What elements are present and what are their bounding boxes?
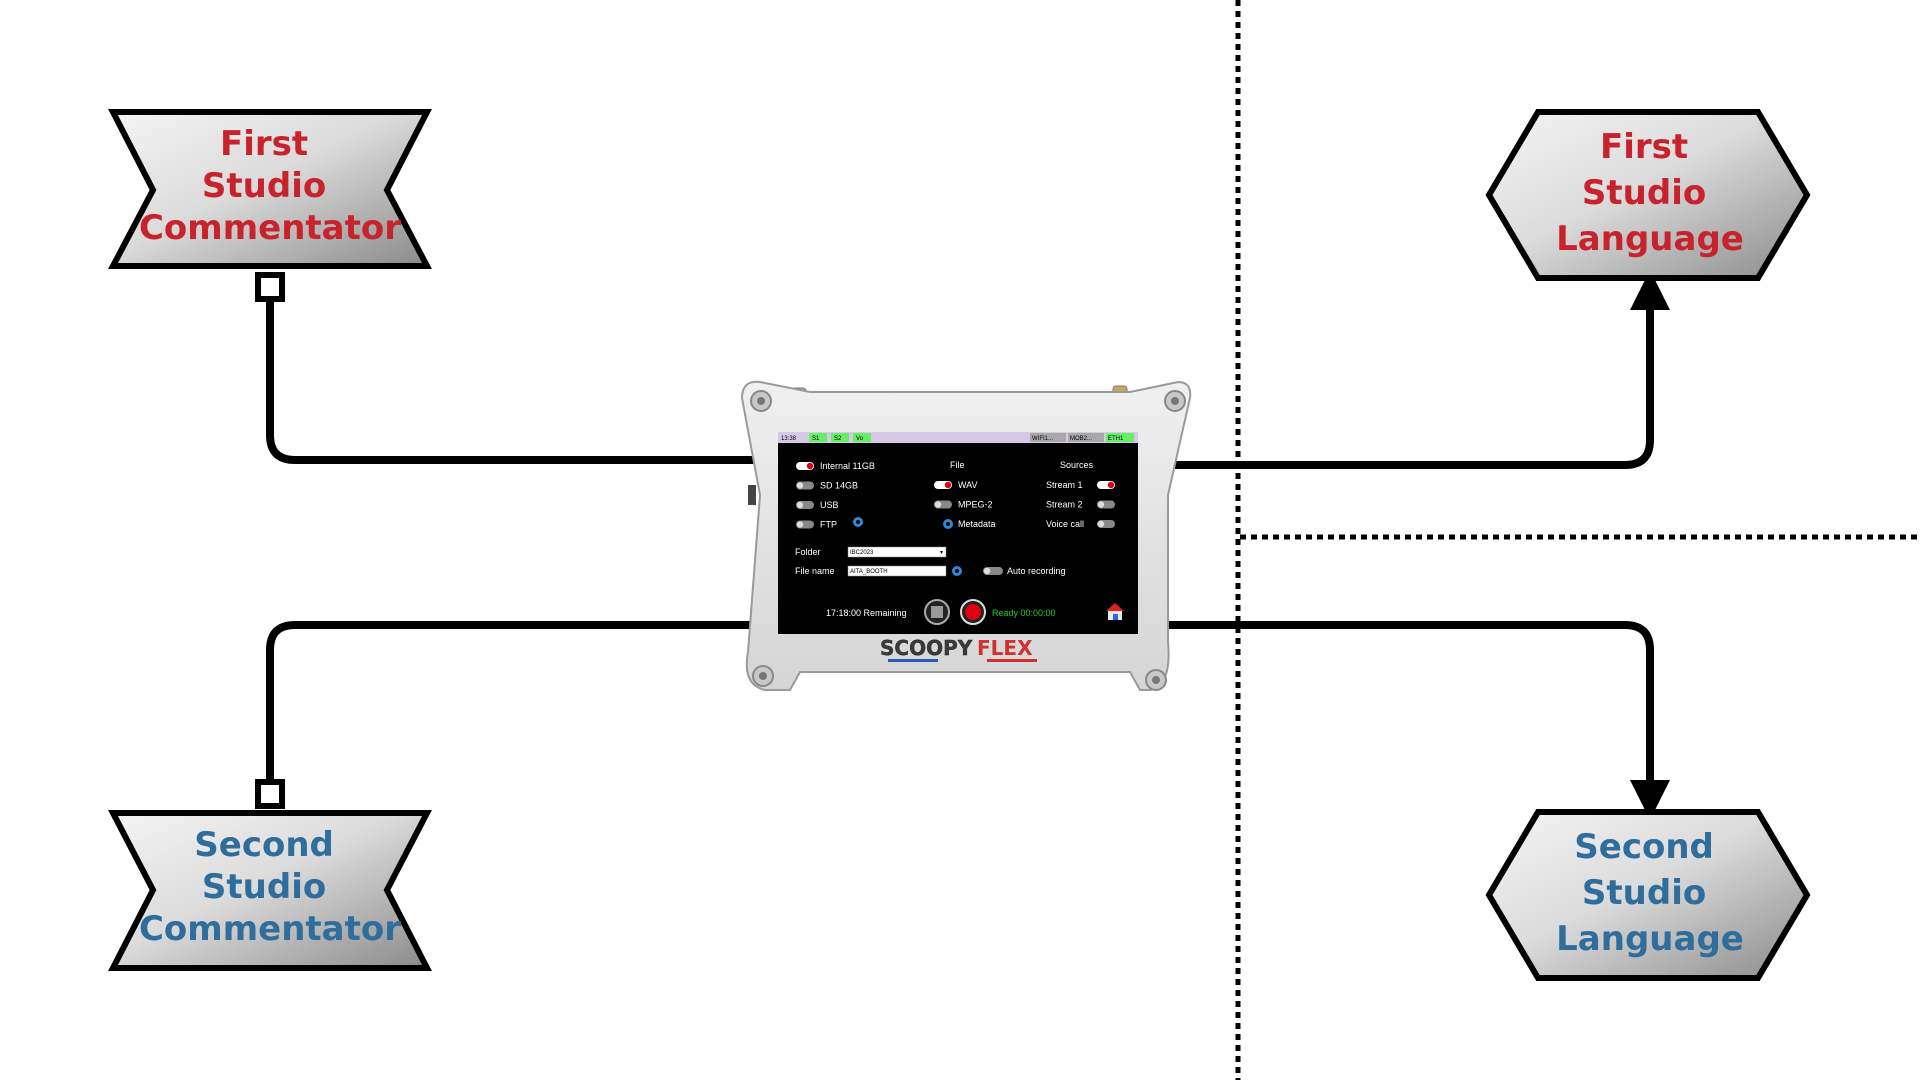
device-scoopyflex: 13:38 S1 S2 Vo WIFI1... MOB2... ETH1 Interna… <box>740 380 1192 691</box>
chevron-down-icon: ▾ <box>940 550 943 556</box>
connector-first-commentator <box>266 292 760 464</box>
status-bar <box>778 432 1138 443</box>
node-title-line: Language <box>1556 919 1744 959</box>
source-toggle[interactable] <box>1097 500 1115 509</box>
storage-label: SD 14GB <box>820 481 858 491</box>
status-tag <box>809 433 827 442</box>
device-screen <box>778 432 1138 634</box>
node-title-line: Language <box>1556 219 1744 259</box>
connector-first-language <box>1160 270 1670 469</box>
source-label: Voice call <box>1046 519 1084 529</box>
status-tag-label: S2 <box>834 436 842 442</box>
home-icon[interactable] <box>1106 603 1124 620</box>
sources-header: Sources <box>1060 460 1094 470</box>
node-title-line: First <box>220 124 308 164</box>
stop-button[interactable] <box>924 599 950 625</box>
folder-label: Folder <box>795 547 821 557</box>
ready-status: Ready 00:00:00 <box>992 608 1056 618</box>
screw-icon <box>1164 390 1186 412</box>
source-label: Stream 2 <box>1046 500 1083 510</box>
screw-icon <box>752 665 774 687</box>
folder-value: IBC2023 <box>850 550 874 556</box>
connector-start-square-first <box>255 272 285 302</box>
node-second-studio-commentator: Second Studio Commentator <box>108 810 432 971</box>
connector-second-language <box>1160 621 1670 820</box>
gear-icon[interactable] <box>853 517 863 527</box>
folder-select[interactable] <box>847 546 947 558</box>
storage-toggle[interactable] <box>796 501 814 509</box>
svg-text:Second Studio Lang: Second Studio Language <box>1556 827 1744 959</box>
node-title-line: Studio <box>1582 173 1706 213</box>
source-label: Stream 1 <box>1046 480 1083 490</box>
status-tag-label: ETH1 <box>1108 436 1124 442</box>
filename-input[interactable] <box>847 565 947 577</box>
file-toggle[interactable] <box>934 481 952 489</box>
storage-toggle[interactable] <box>796 520 814 529</box>
source-toggle[interactable] <box>1097 520 1115 528</box>
node-first-studio-language: First Studio Language <box>1485 109 1811 281</box>
brand-underline-blue <box>888 659 938 662</box>
file-toggle[interactable] <box>934 500 952 509</box>
node-title-line: Commentator <box>139 909 401 949</box>
node-title-line: First <box>1600 127 1688 167</box>
node-title-line: Studio <box>1582 873 1706 913</box>
node-title-line: Second <box>1574 827 1714 867</box>
node-title-line: Studio <box>202 166 326 206</box>
node-title-line: Second <box>194 825 334 865</box>
connector-start-square-second <box>255 779 285 809</box>
status-tag-label: MOB2... <box>1070 436 1092 442</box>
status-tag-label: S1 <box>812 436 820 442</box>
status-tag <box>1030 433 1066 442</box>
screw-icon <box>1145 669 1167 691</box>
brand-scoopy: SCOOPY <box>880 636 973 660</box>
node-title-line: Studio <box>202 867 326 907</box>
remaining-time: 17:18:00 Remaining <box>826 608 907 618</box>
status-tag-label: Vo <box>856 436 864 442</box>
gear-icon[interactable] <box>943 519 953 529</box>
file-label: Metadata <box>958 519 996 529</box>
filename-value: AITA_BOOTH <box>850 569 888 575</box>
record-button[interactable] <box>960 599 986 625</box>
node-first-studio-commentator: First Studio Commentator <box>108 109 432 269</box>
brand-underline-red <box>987 659 1037 662</box>
status-tag <box>853 433 871 442</box>
storage-label: USB <box>820 500 839 510</box>
status-time: 13:38 <box>781 436 797 442</box>
node-title-line: Commentator <box>139 208 401 248</box>
connector-second-commentator <box>266 621 760 784</box>
svg-text:First Studio Comme: First Studio Commentator <box>139 124 401 248</box>
storage-toggle[interactable] <box>796 462 814 470</box>
node-second-studio-language: Second Studio Language <box>1485 809 1811 981</box>
status-tag <box>1106 433 1134 442</box>
file-label: WAV <box>958 480 978 490</box>
storage-label: FTP <box>820 520 837 530</box>
filename-label: File name <box>795 566 835 576</box>
status-tag <box>1068 433 1104 442</box>
svg-text:Second Studio Comm: Second Studio Commentator <box>139 825 401 949</box>
storage-label: Internal 11GB <box>820 461 875 471</box>
screw-icon <box>750 390 772 412</box>
source-toggle[interactable] <box>1097 481 1115 489</box>
status-tag <box>831 433 849 442</box>
storage-toggle[interactable] <box>796 481 814 490</box>
file-header: File <box>950 460 965 470</box>
status-tag-label: WIFI1... <box>1032 436 1053 442</box>
gear-icon[interactable] <box>952 566 962 576</box>
svg-text:First Studio Langu: First Studio Language <box>1556 127 1744 259</box>
file-label: MPEG-2 <box>958 500 993 510</box>
auto-recording-label: Auto recording <box>1007 566 1066 576</box>
brand-flex: FLEX <box>977 636 1033 660</box>
